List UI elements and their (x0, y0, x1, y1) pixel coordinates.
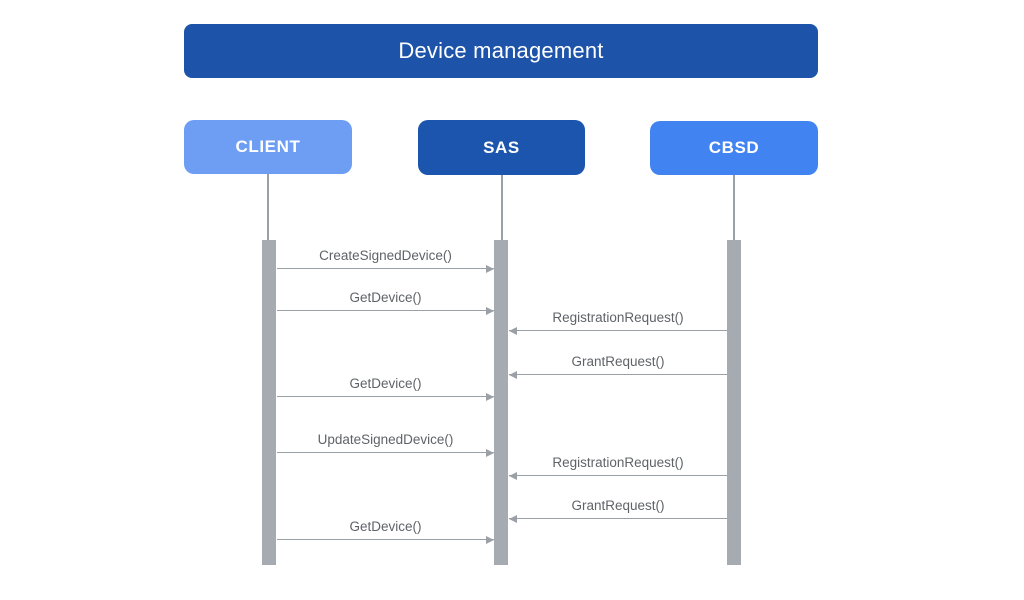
arrowhead-left-icon (509, 326, 517, 335)
arrow-line (509, 471, 727, 480)
message-label: GetDevice() (349, 376, 422, 391)
message-label: GetDevice() (349, 519, 422, 534)
activation-bar-cbsd (727, 240, 741, 565)
message-grant-request-2: GrantRequest() (509, 498, 727, 523)
arrowhead-right-icon (486, 306, 494, 315)
message-get-device-2: GetDevice() (277, 376, 494, 401)
message-registration-request-1: RegistrationRequest() (509, 310, 727, 335)
arrow-line (509, 326, 727, 335)
diagram-title-banner: Device management (184, 24, 818, 78)
lifeline-client (267, 174, 269, 240)
lifeline-sas (501, 175, 503, 240)
message-grant-request-1: GrantRequest() (509, 354, 727, 379)
arrowhead-right-icon (486, 264, 494, 273)
message-create-signed-device: CreateSignedDevice() (277, 248, 494, 273)
actor-sas: SAS (418, 120, 585, 175)
message-get-device-1: GetDevice() (277, 290, 494, 315)
message-label: GrantRequest() (571, 498, 665, 513)
message-label: GrantRequest() (571, 354, 665, 369)
arrow-line (277, 535, 494, 544)
arrowhead-right-icon (486, 448, 494, 457)
message-label: UpdateSignedDevice() (317, 432, 454, 447)
arrow-line (509, 514, 727, 523)
arrowhead-right-icon (486, 535, 494, 544)
message-label: CreateSignedDevice() (319, 248, 452, 263)
activation-bar-client (262, 240, 276, 565)
message-registration-request-2: RegistrationRequest() (509, 455, 727, 480)
arrowhead-left-icon (509, 370, 517, 379)
actor-cbsd: CBSD (650, 121, 818, 175)
message-label: RegistrationRequest() (552, 455, 684, 470)
arrowhead-right-icon (486, 392, 494, 401)
arrow-line (509, 370, 727, 379)
arrow-line (277, 306, 494, 315)
arrow-line (277, 264, 494, 273)
message-label: GetDevice() (349, 290, 422, 305)
lifeline-cbsd (733, 175, 735, 240)
message-label: RegistrationRequest() (552, 310, 684, 325)
message-get-device-3: GetDevice() (277, 519, 494, 544)
arrowhead-left-icon (509, 471, 517, 480)
message-update-signed-device: UpdateSignedDevice() (277, 432, 494, 457)
actor-client: CLIENT (184, 120, 352, 174)
activation-bar-sas (494, 240, 508, 565)
arrow-line (277, 448, 494, 457)
arrow-line (277, 392, 494, 401)
arrowhead-left-icon (509, 514, 517, 523)
